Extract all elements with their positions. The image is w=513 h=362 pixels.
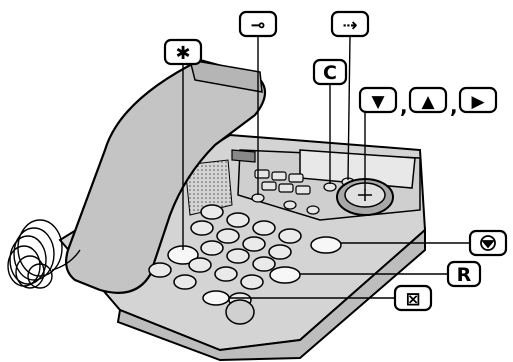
function-key: [279, 184, 293, 192]
callout-speaker: [470, 231, 506, 255]
dial-key: [149, 263, 171, 277]
callout-up: ▲: [410, 88, 446, 112]
dial-key: [243, 237, 265, 251]
callout-down: ▼: [360, 88, 396, 112]
dial-key: [227, 249, 249, 263]
up-symbol: ▲: [421, 92, 435, 112]
separator-comma: ,: [450, 94, 458, 118]
mute-key: [203, 291, 229, 305]
dial-key: [215, 267, 237, 281]
clear-key: [324, 183, 336, 191]
dial-key: [217, 229, 239, 243]
dial-key: [189, 258, 211, 272]
function-key: [289, 174, 303, 182]
dial-key: [201, 205, 223, 219]
callout-right: ▶: [460, 88, 496, 112]
recall-key: [270, 267, 300, 283]
dial-key: [253, 221, 275, 235]
dial-key: [269, 245, 291, 259]
soft-key: [284, 201, 296, 209]
callout-recall: R: [448, 262, 480, 286]
callout-lock: ⊸: [240, 12, 276, 36]
volume-wheel: [226, 300, 254, 324]
callout-clear: C: [314, 60, 346, 84]
mute-symbol: ⊠: [405, 289, 420, 310]
function-key: [255, 170, 269, 178]
callout-mute: ⊠: [395, 286, 431, 310]
dial-key: [227, 213, 249, 227]
lock-symbol: ⊸: [250, 15, 265, 36]
separator-comma: ,: [400, 94, 408, 118]
dial-key: [191, 221, 213, 235]
redial-symbol: ⇢: [342, 15, 357, 36]
soft-key: [307, 206, 319, 214]
function-key: [262, 182, 276, 190]
right-symbol: ▶: [471, 92, 485, 112]
callout-redial: ⇢: [332, 12, 368, 36]
dial-key: [241, 275, 263, 289]
dial-key: [201, 241, 223, 255]
function-key: [272, 172, 286, 180]
callout-star: ✱: [165, 40, 201, 64]
function-key: [296, 186, 310, 194]
dial-key: [253, 257, 275, 271]
down-symbol: ▼: [371, 92, 385, 112]
handset-cradle-clip: [232, 150, 255, 162]
speaker-key: [311, 237, 341, 253]
lock-key: [252, 194, 264, 202]
recall-label: R: [457, 264, 472, 286]
clear-label: C: [323, 62, 337, 84]
dial-key: [174, 275, 196, 289]
dial-key: [279, 229, 301, 243]
star-symbol: ✱: [175, 43, 190, 64]
